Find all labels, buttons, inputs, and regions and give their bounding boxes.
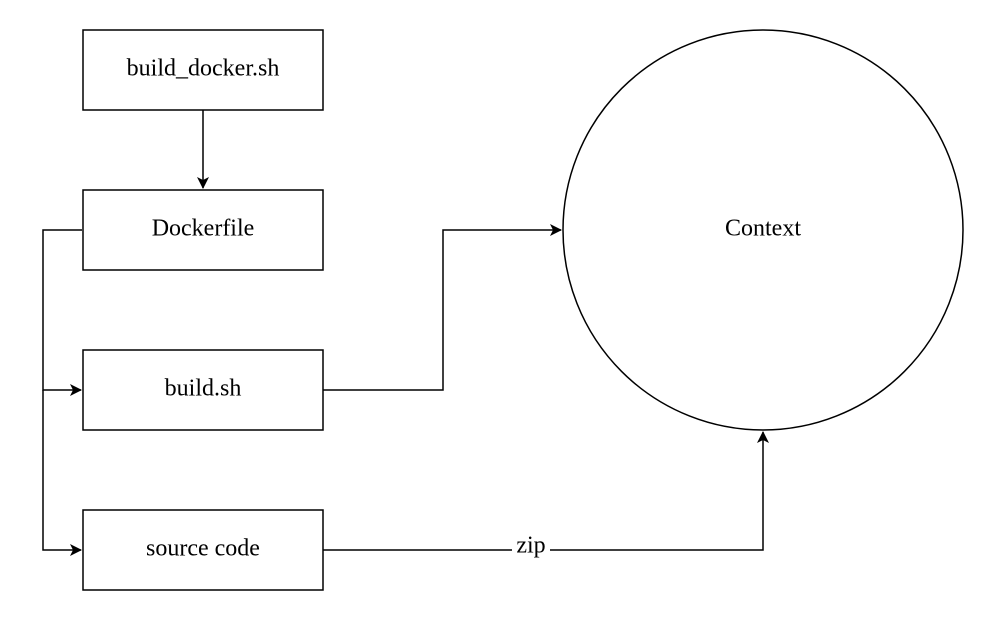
node-build-docker-sh[interactable]: build_docker.sh — [82, 29, 324, 111]
node-box — [82, 349, 324, 431]
node-source-code[interactable]: source code — [82, 509, 324, 591]
node-dockerfile[interactable]: Dockerfile — [82, 189, 324, 271]
node-box — [82, 29, 324, 111]
node-build-sh[interactable]: build.sh — [82, 349, 324, 431]
edges: zip — [42, 110, 769, 562]
edge-dockerfile-to-build-sh — [42, 229, 82, 396]
node-label: build_docker.sh — [127, 56, 280, 82]
edge-source-code-to-context — [323, 431, 769, 551]
node-label: Dockerfile — [152, 216, 255, 242]
node-circle — [562, 29, 964, 431]
node-label: source code — [146, 536, 260, 562]
edge-label-zip: zip — [516, 533, 545, 559]
node-label: build.sh — [165, 376, 242, 402]
node-box — [82, 509, 324, 591]
node-label: Context — [725, 216, 801, 242]
edge-dockerfile-to-source-code — [42, 390, 82, 556]
node-box — [82, 189, 324, 271]
edge-build-sh-to-context — [323, 224, 562, 391]
edge-label-background — [512, 536, 550, 562]
node-context[interactable]: Context — [562, 29, 964, 431]
